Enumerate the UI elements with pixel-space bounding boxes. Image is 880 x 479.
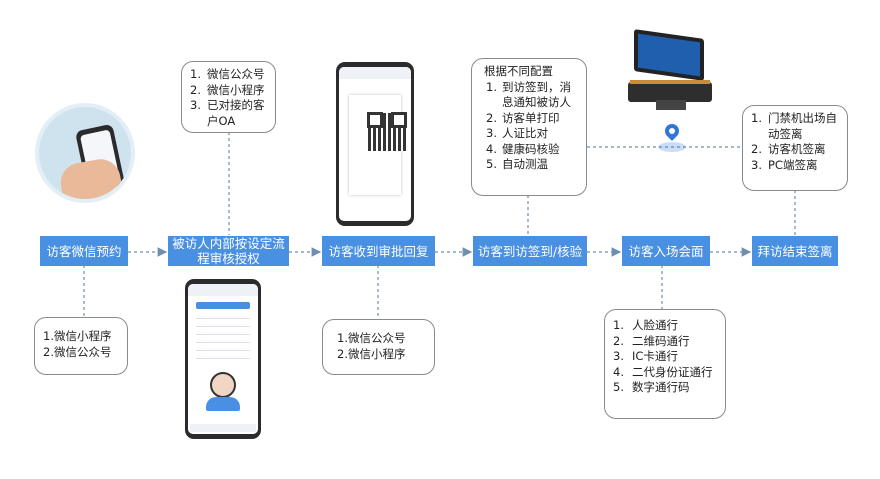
step-checkout: 拜访结束签离 <box>752 236 838 266</box>
hand-holding-phone-photo <box>35 103 135 203</box>
qr-code-icon <box>367 112 407 151</box>
approval-form-phone <box>185 279 261 439</box>
note-checkout-methods: 1.门禁机出场自动签离 2.访客机签离 3.PC端签离 <box>742 105 848 191</box>
step-wechat-booking: 访客微信预约 <box>40 236 128 266</box>
note-checkin-options: 根据不同配置 1.到访签到，消息通知被访人 2.访客单打印 3.人证比对 4.健… <box>471 58 587 196</box>
note-reply-channels: 1.微信公众号 2.微信小程序 <box>322 319 435 375</box>
visitor-kiosk-icon <box>626 29 716 120</box>
note-entry-methods: 1.人脸通行 2.二维码通行 3.IC卡通行 4.二代身份证通行 5.数字通行码 <box>604 309 726 419</box>
step-internal-approval: 被访人内部按设定流程审核授权 <box>168 236 289 266</box>
visitor-avatar-icon <box>210 372 236 398</box>
location-pin-icon <box>656 121 688 154</box>
step-entry-meeting: 访客入场会面 <box>622 236 710 266</box>
step-checkin-verify: 访客到访签到/核验 <box>473 236 587 266</box>
note-approval-channels: 1.微信公众号 2.微信小程序 3.已对接的客户OA <box>181 61 276 133</box>
note-booking-channels: 1.微信小程序 2.微信公众号 <box>34 317 128 375</box>
step-approval-reply: 访客收到审批回复 <box>322 236 435 266</box>
qr-code-phone <box>336 62 414 226</box>
